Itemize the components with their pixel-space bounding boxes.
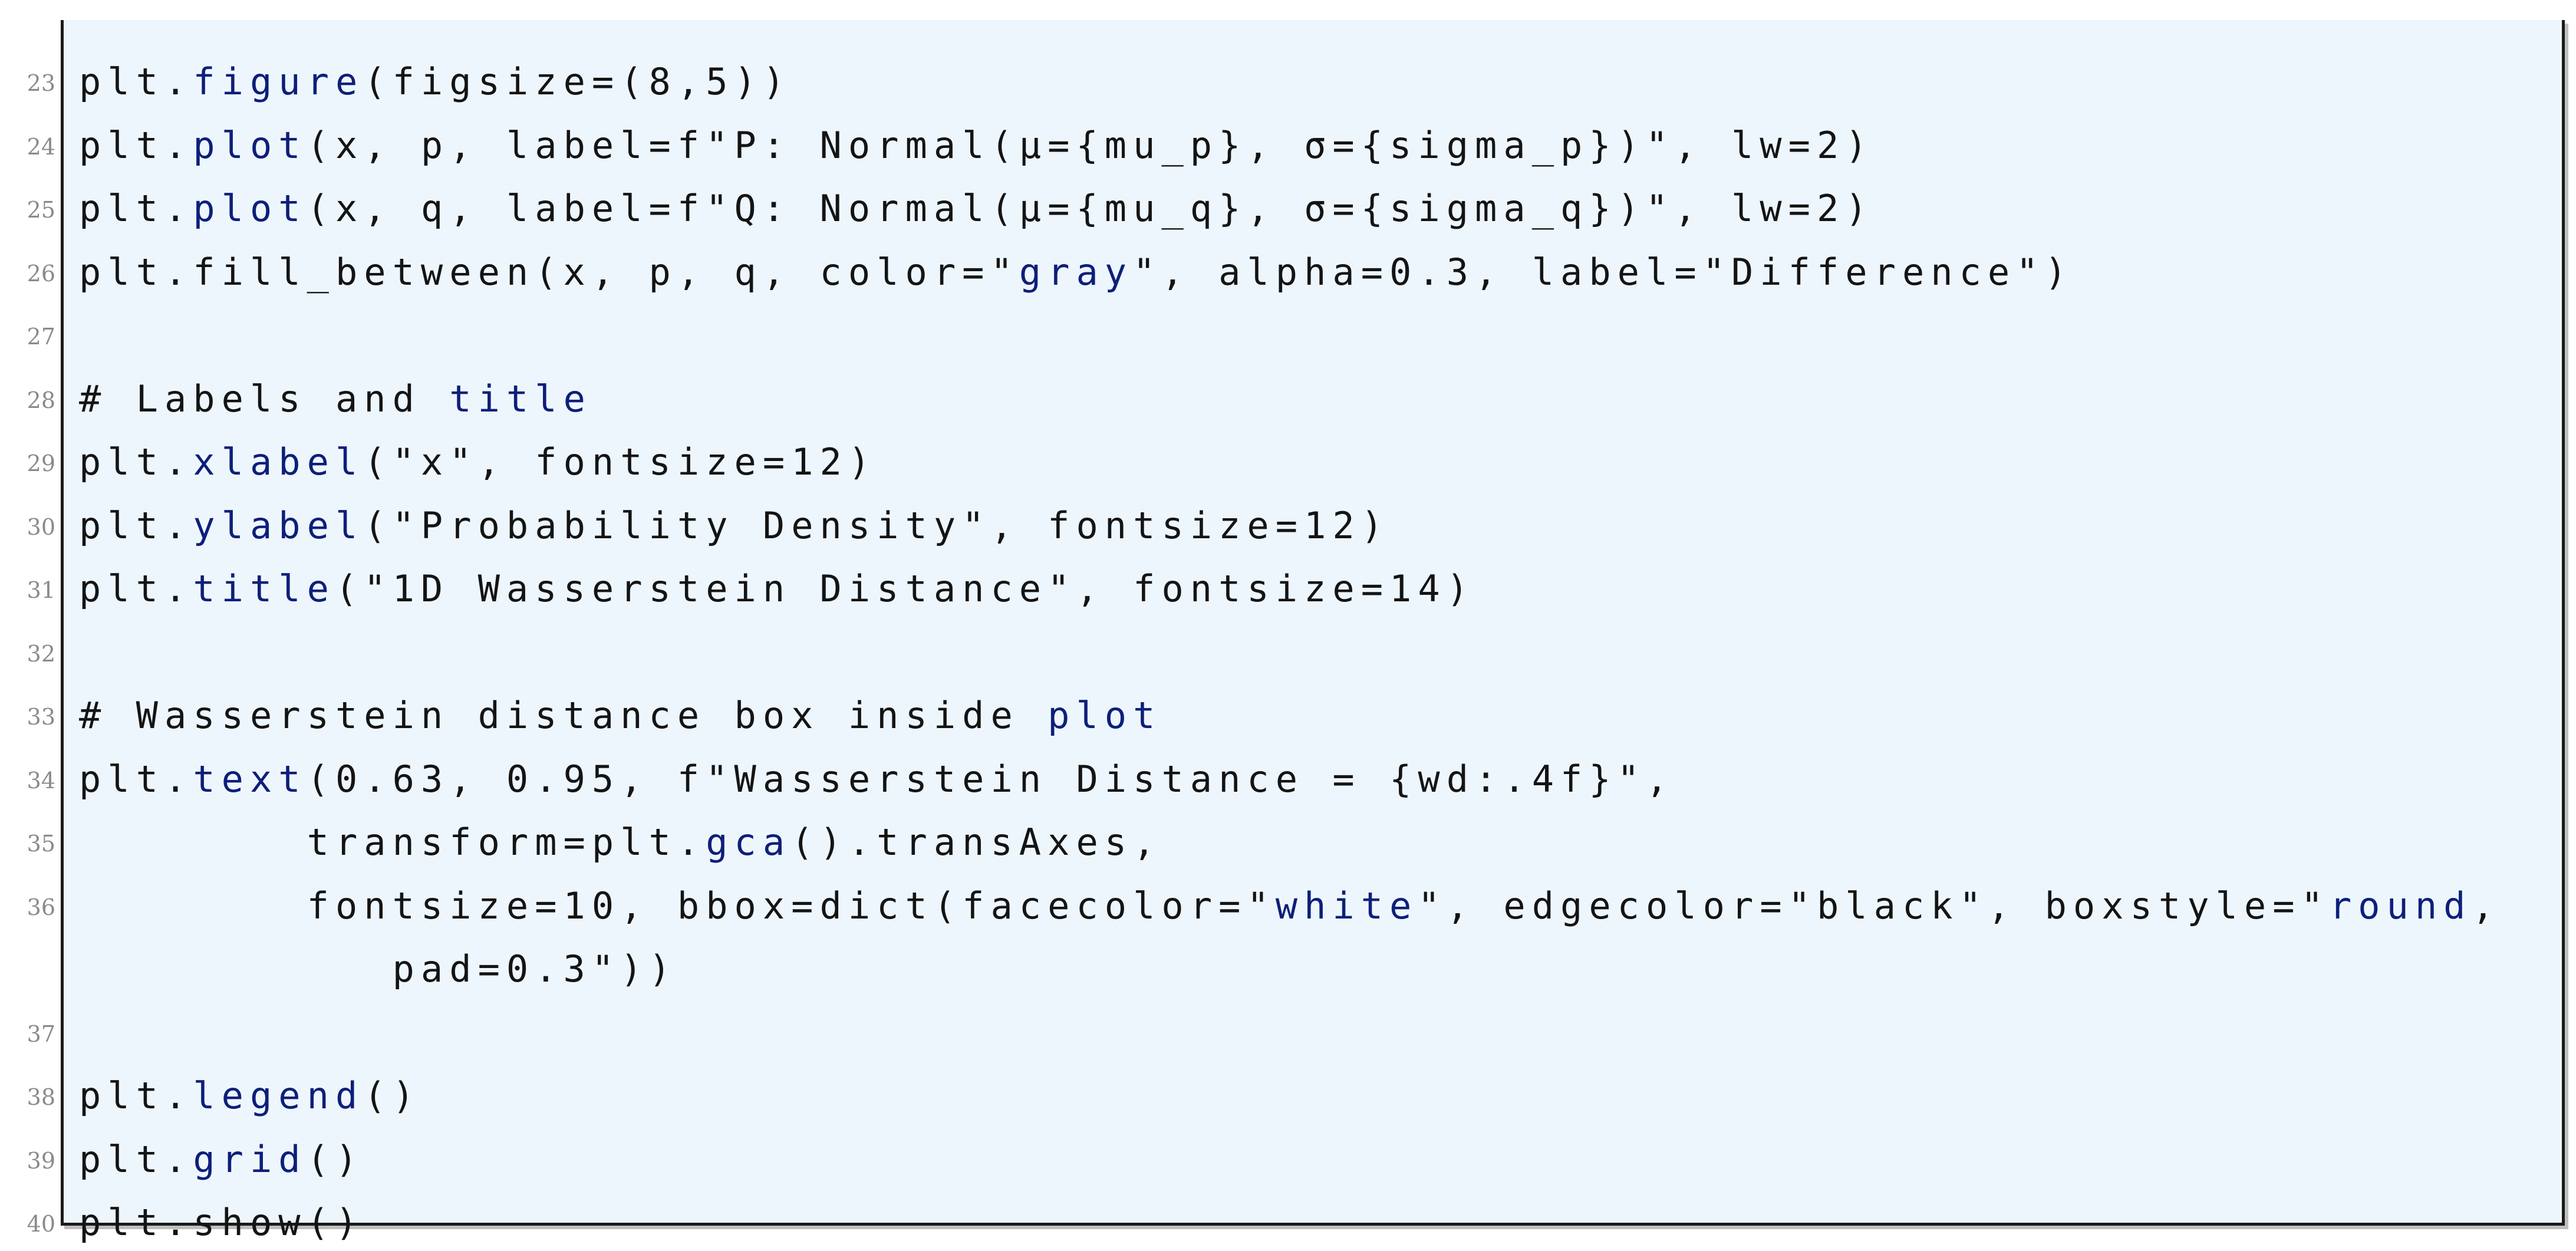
code-text: plt. [79, 440, 193, 483]
code-keyword: plot [193, 123, 307, 167]
code-keyword: grid [193, 1137, 307, 1181]
line-number: 40 [27, 1211, 55, 1237]
line-number: 32 [27, 640, 55, 667]
code-keyword: text [193, 757, 307, 801]
code-line: pad=0.3")) [79, 951, 677, 987]
code-text: plt. [79, 757, 193, 801]
line-number: 31 [27, 577, 55, 603]
code-line: plt.figure(figsize=(8,5)) [79, 64, 791, 100]
code-line: plt.plot(x, q, label=f"Q: Normal(μ={mu_q… [79, 190, 1874, 227]
code-keyword: legend [193, 1074, 364, 1117]
code-keyword: figure [193, 60, 364, 103]
code-line: plt.text(0.63, 0.95, f"Wasserstein Dista… [79, 761, 1674, 798]
code-text: # Labels and [79, 377, 450, 420]
code-text: ("x", fontsize=12) [364, 440, 877, 483]
code-text: plt. [79, 567, 193, 610]
code-line: plt.fill_between(x, p, q, color="gray", … [79, 254, 2073, 291]
code-text: ().transAxes, [791, 821, 1162, 864]
code-line: plt.show() [79, 1204, 364, 1241]
code-text: plt. [79, 1074, 193, 1117]
code-text: plt.show() [79, 1201, 364, 1244]
line-number: 37 [27, 1020, 55, 1047]
code-line: plt.legend() [79, 1078, 421, 1114]
code-text: plt. [79, 123, 193, 167]
code-text: # Wasserstein distance box inside [79, 694, 1048, 737]
code-text: (figsize=(8,5)) [364, 60, 792, 103]
line-number: 23 [27, 70, 55, 96]
code-text: plt.fill_between(x, p, q, color=" [79, 250, 1019, 294]
line-number: 24 [27, 133, 55, 160]
code-keyword: title [449, 377, 592, 420]
code-text: ", alpha=0.3, label="Difference") [1133, 250, 2073, 294]
code-block-background [61, 20, 2565, 1226]
line-number: 33 [27, 704, 55, 730]
code-text: plt. [79, 60, 193, 103]
code-keyword: round [2329, 884, 2472, 927]
code-text: fontsize=10, bbox=dict(facecolor=" [79, 884, 1276, 927]
line-number: 39 [27, 1147, 55, 1174]
code-text: (x, p, label=f"P: Normal(μ={mu_p}, σ={si… [307, 123, 1874, 167]
code-line: plt.grid() [79, 1141, 364, 1178]
line-number: 27 [27, 324, 55, 350]
code-keyword: xlabel [193, 440, 364, 483]
code-text: plt. [79, 503, 193, 547]
code-text: () [364, 1074, 421, 1117]
code-text: plt. [79, 187, 193, 230]
line-number-gutter: 23 24 25 26 27 28 29 30 31 32 33 34 35 36 37 38 39 40 [0, 0, 59, 1251]
line-number: 36 [27, 894, 55, 920]
code-text: (x, q, label=f"Q: Normal(μ={mu_q}, σ={si… [307, 187, 1874, 230]
code-line: plt.xlabel("x", fontsize=12) [79, 444, 877, 480]
code-text: ("Probability Density", fontsize=12) [364, 503, 1390, 547]
code-keyword: title [193, 567, 335, 610]
line-number: 25 [27, 197, 55, 223]
code-text: ("1D Wasserstein Distance", fontsize=14) [335, 567, 1475, 610]
code-line: # Wasserstein distance box inside plot [79, 697, 1161, 734]
code-text: pad=0.3")) [79, 947, 677, 990]
code-text: () [307, 1137, 364, 1181]
line-number: 38 [27, 1084, 55, 1110]
code-keyword: gray [1019, 250, 1134, 294]
code-keyword: plot [193, 187, 307, 230]
code-keyword: plot [1047, 694, 1162, 737]
code-text: plt. [79, 1137, 193, 1181]
code-text: (0.63, 0.95, f"Wasserstein Distance = {w… [307, 757, 1675, 801]
code-line: plt.title("1D Wasserstein Distance", fon… [79, 571, 1475, 607]
code-line: plt.plot(x, p, label=f"P: Normal(μ={mu_p… [79, 127, 1874, 164]
line-number: 34 [27, 767, 55, 794]
code-keyword: ylabel [193, 503, 364, 547]
line-number: 29 [27, 450, 55, 476]
code-text: transform=plt. [79, 821, 706, 864]
code-line: # Labels and title [79, 380, 592, 417]
code-keyword: white [1275, 884, 1418, 927]
line-number: 26 [27, 260, 55, 287]
code-keyword: gca [706, 821, 792, 864]
line-number: 30 [27, 513, 55, 540]
code-text: , [2472, 884, 2501, 927]
code-line: fontsize=10, bbox=dict(facecolor="white"… [79, 887, 2501, 924]
code-line: plt.ylabel("Probability Density", fontsi… [79, 507, 1389, 544]
code-text: ", edgecolor="black", boxstyle=" [1418, 884, 2330, 927]
line-number: 35 [27, 831, 55, 857]
code-line: transform=plt.gca().transAxes, [79, 824, 1161, 861]
line-number: 28 [27, 387, 55, 413]
